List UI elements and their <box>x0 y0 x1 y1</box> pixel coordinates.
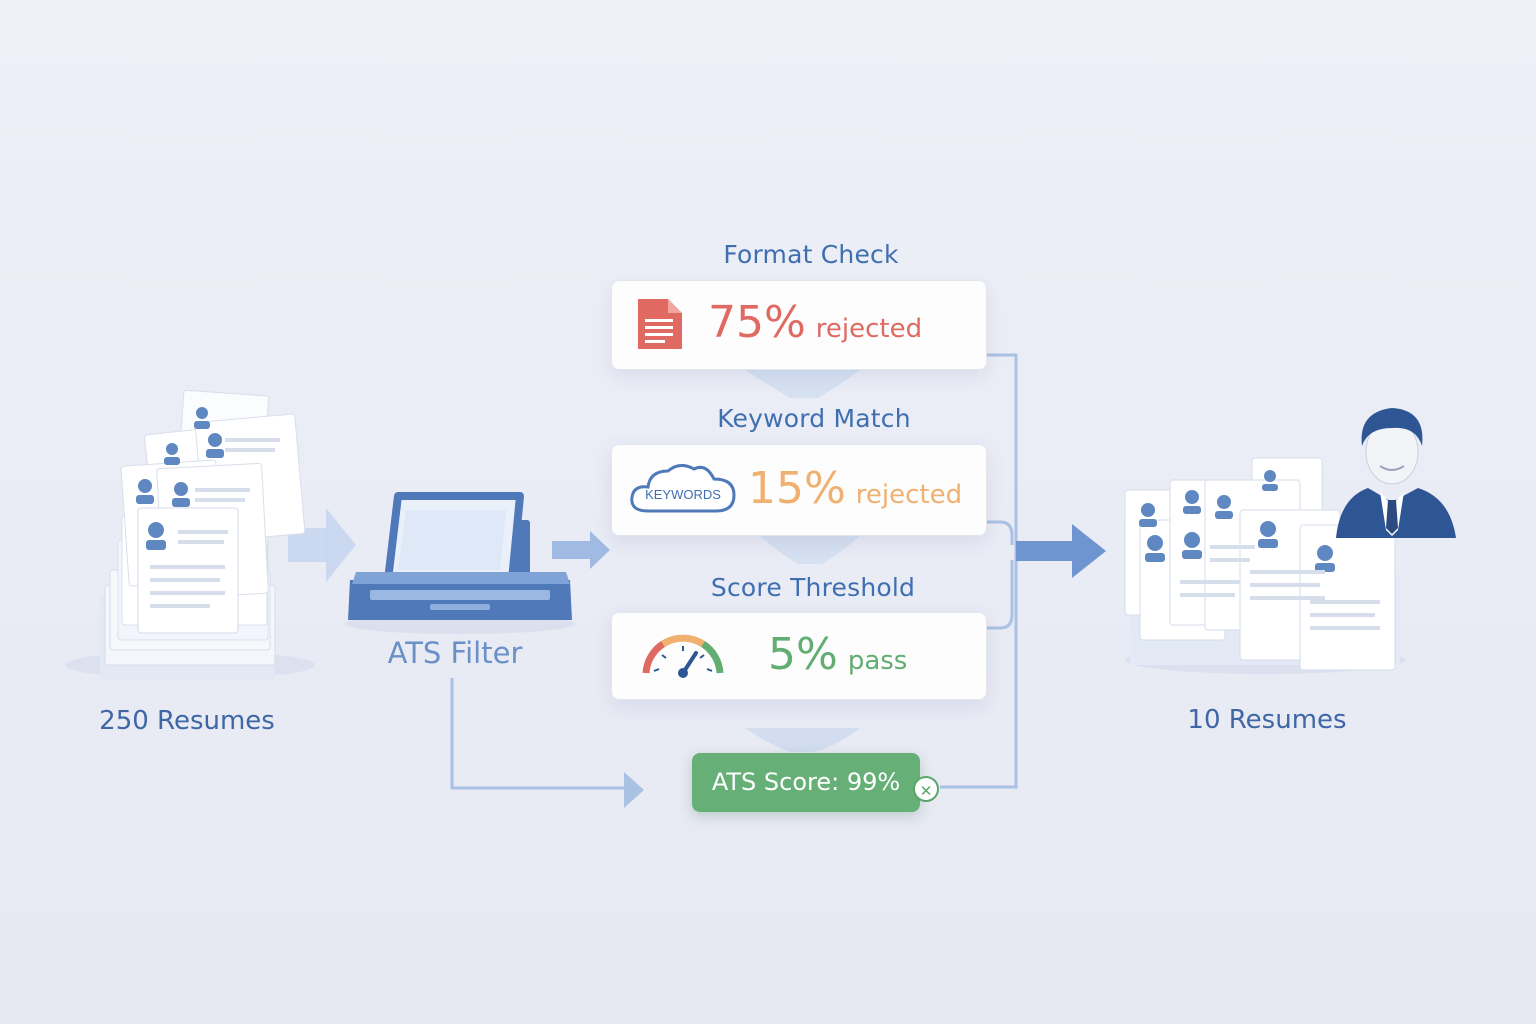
bracket-lines <box>940 353 1018 789</box>
document-icon <box>638 299 682 349</box>
funnel-connector-3 <box>745 728 860 752</box>
ats-score-badge: ATS Score: 99% <box>692 753 920 812</box>
keyword-match-result: 15% rejected <box>748 463 962 514</box>
funnel-connector-2 <box>760 536 860 564</box>
score-threshold-card: 5% pass <box>611 612 987 700</box>
cloud-icon: KEYWORDS <box>630 464 736 513</box>
arrow-filter-to-stages <box>552 531 610 569</box>
ats-filter-label: ATS Filter <box>387 636 523 670</box>
format-check-card: 75% rejected <box>611 280 987 370</box>
arrow-to-output <box>1016 524 1106 578</box>
score-threshold-percent: 5% <box>768 629 838 680</box>
cloud-icon-text: KEYWORDS <box>645 487 721 502</box>
keyword-match-outcome: rejected <box>855 480 963 510</box>
score-threshold-result: 5% pass <box>768 629 907 680</box>
score-threshold-outcome: pass <box>847 646 908 676</box>
funnel-connector-1 <box>745 370 860 398</box>
stage-title-format-check: Format Check <box>723 240 899 269</box>
format-check-percent: 75% <box>708 297 806 348</box>
gauge-icon <box>642 634 724 678</box>
input-count-label: 250 Resumes <box>99 706 275 736</box>
stage-title-keyword-match: Keyword Match <box>717 404 911 433</box>
arrow-resumes-to-filter <box>288 508 356 582</box>
format-check-result: 75% rejected <box>708 297 922 348</box>
keyword-match-card: KEYWORDS 15% rejected <box>611 444 987 536</box>
output-count-label: 10 Resumes <box>1187 705 1347 735</box>
arrow-filter-to-score <box>450 678 644 808</box>
format-check-outcome: rejected <box>815 314 923 344</box>
close-icon[interactable]: ✕ <box>913 776 939 802</box>
keyword-match-percent: 15% <box>748 463 846 514</box>
stage-title-score-threshold: Score Threshold <box>710 573 916 602</box>
